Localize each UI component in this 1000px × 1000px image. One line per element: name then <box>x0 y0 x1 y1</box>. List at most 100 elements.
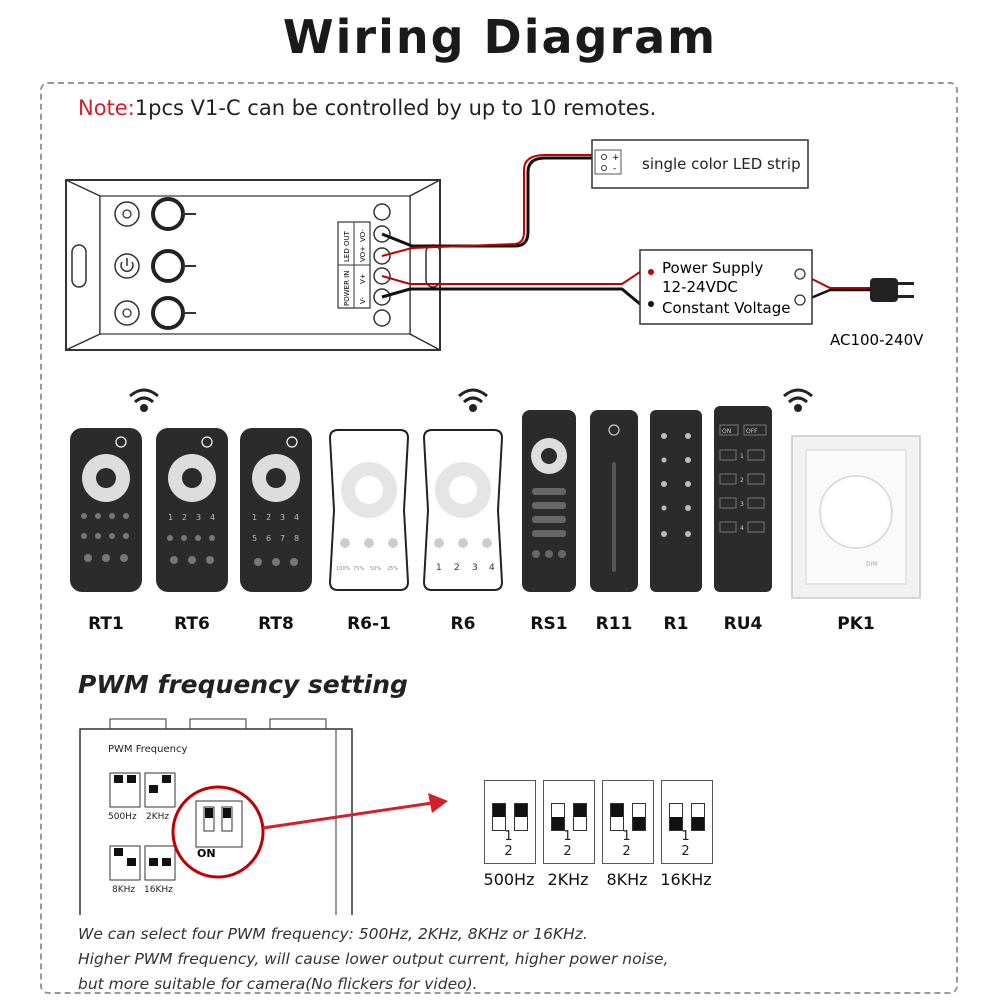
zoom-on-label: ON <box>197 847 216 860</box>
dip-switch-8khz: 1 2 <box>602 780 654 864</box>
wifi-icon <box>458 388 488 412</box>
remote-r1 <box>650 410 702 592</box>
led-strip-minus: - <box>613 164 616 174</box>
brightness-down-icon <box>114 296 185 330</box>
r6-1-key: 100% <box>336 566 351 572</box>
rt8-key: 5 <box>252 534 257 543</box>
small-freq-label: 8KHz <box>112 885 136 895</box>
pwm-description-line: We can select four PWM frequency: 500Hz,… <box>78 925 588 943</box>
rt8-key: 7 <box>280 534 285 543</box>
rt8-key: 3 <box>280 513 285 522</box>
ru4-key-off: OFF <box>746 428 758 435</box>
r6-1-key: 25% <box>387 566 398 572</box>
psu-line1: Power Supply <box>662 259 763 277</box>
freq-label: 500Hz <box>483 870 535 889</box>
ru4-key: 3 <box>740 501 744 508</box>
rt6-key: 4 <box>210 513 215 522</box>
ru4-key-on: ON <box>722 428 731 435</box>
led-strip: + - single color LED strip <box>591 139 809 189</box>
remote-name: R6-1 <box>347 614 391 634</box>
pwm-panel-label: PWM Frequency <box>108 744 188 755</box>
rt8-key: 1 <box>252 513 257 522</box>
note-text: 1pcs V1-C can be controlled by up to 10 … <box>134 96 657 120</box>
remote-ru4: ON OFF 1 2 3 4 <box>714 406 772 592</box>
r6-1-key: 50% <box>370 566 381 572</box>
dip-switch-16khz: 1 2 <box>661 780 713 864</box>
rt8-key: 4 <box>294 513 299 522</box>
rt6-key: 3 <box>196 513 201 522</box>
wifi-icon <box>129 388 159 412</box>
rt6-key: 2 <box>182 513 187 522</box>
remote-name: RS1 <box>530 614 568 634</box>
remote-name: RT8 <box>258 614 294 634</box>
psu-line2: 12-24VDC <box>662 278 738 296</box>
switch-numbers: 1 2 <box>563 829 581 859</box>
ac-plug-icon <box>870 278 914 302</box>
small-freq-label: 500Hz <box>108 812 137 822</box>
pwm-description-line: but more suitable for camera(No flickers… <box>78 975 478 993</box>
rt8-key: 8 <box>294 534 299 543</box>
pwm-description-line: Higher PWM frequency, will cause lower o… <box>78 950 669 968</box>
wires <box>381 154 870 306</box>
freq-label: 2KHz <box>547 870 589 889</box>
pwm-description: We can select four PWM frequency: 500Hz,… <box>78 922 778 997</box>
psu-line3: Constant Voltage <box>662 299 790 317</box>
remote-pk1: DIM <box>791 435 921 599</box>
remote-rt8: 1 2 3 4 5 6 7 8 <box>240 428 312 592</box>
ru4-key: 2 <box>740 477 744 484</box>
label-vo-minus: VO- <box>359 229 367 242</box>
r6-key: 1 <box>436 563 442 573</box>
switch-numbers: 1 2 <box>681 829 699 859</box>
switch-numbers: 1 2 <box>504 829 522 859</box>
ac-voltage-label: AC100-240V <box>830 331 924 349</box>
label-led-out: LED OUT <box>343 230 351 262</box>
page-title: Wiring Diagram <box>282 10 718 64</box>
brightness-up-icon <box>114 197 185 231</box>
switch-numbers: 1 2 <box>622 829 640 859</box>
pwm-panel-drawing: ON <box>79 718 448 915</box>
wifi-icon <box>783 388 813 412</box>
remote-name: RU4 <box>723 614 763 634</box>
diagram-frame <box>40 82 958 994</box>
dip-switch-2khz: 1 2 <box>543 780 595 864</box>
remote-r6-1: 100% 75% 50% 25% <box>328 429 410 591</box>
led-strip-label: single color LED strip <box>642 155 801 173</box>
controller: LED OUT POWER IN VO- VO+ V+ V- <box>65 179 441 351</box>
small-freq-label: 16KHz <box>144 885 173 895</box>
r6-key: 2 <box>454 563 460 573</box>
dip-switch-500hz: 1 2 <box>484 780 536 864</box>
remote-r6: 1 2 3 4 <box>422 429 504 591</box>
remote-name: RT6 <box>174 614 210 634</box>
pwm-section-title: PWM frequency setting <box>78 670 408 699</box>
rt8-key: 2 <box>266 513 271 522</box>
remote-name: R1 <box>663 614 689 634</box>
label-vo-plus: VO+ <box>359 246 367 262</box>
freq-label: 8KHz <box>606 870 648 889</box>
remote-name: R11 <box>595 614 633 634</box>
small-freq-label: 2KHz <box>146 812 170 822</box>
remotes-gallery: 1 2 3 4 1 2 3 4 5 6 7 8 100% 75% 50% <box>70 388 921 599</box>
power-supply: Power Supply 12-24VDC Constant Voltage <box>639 249 813 325</box>
r6-1-key: 75% <box>353 566 364 572</box>
remote-name: R6 <box>450 614 476 634</box>
label-power-in: POWER IN <box>343 271 351 306</box>
led-strip-plus: + <box>612 153 620 163</box>
remote-rs1 <box>522 410 576 592</box>
label-v-plus: V+ <box>359 273 367 284</box>
freq-label: 16KHz <box>660 870 712 889</box>
ru4-key: 4 <box>740 525 744 532</box>
wiring-diagram: LED OUT POWER IN VO- VO+ V+ V- + - singl… <box>65 139 924 351</box>
remote-rt6: 1 2 3 4 <box>156 428 228 592</box>
rt6-key: 1 <box>168 513 173 522</box>
r6-key: 3 <box>472 563 478 573</box>
remote-name: RT1 <box>88 614 124 634</box>
remote-r11 <box>590 410 638 592</box>
r6-key: 4 <box>489 563 495 573</box>
rt8-key: 6 <box>266 534 271 543</box>
ru4-key: 1 <box>740 453 744 460</box>
remote-rt1 <box>70 428 142 592</box>
pk1-dim-label: DIM <box>866 561 878 568</box>
note-prefix: Note: <box>78 96 135 120</box>
note: Note:1pcs V1-C can be controlled by up t… <box>78 96 656 120</box>
label-v-minus: V- <box>359 297 367 304</box>
